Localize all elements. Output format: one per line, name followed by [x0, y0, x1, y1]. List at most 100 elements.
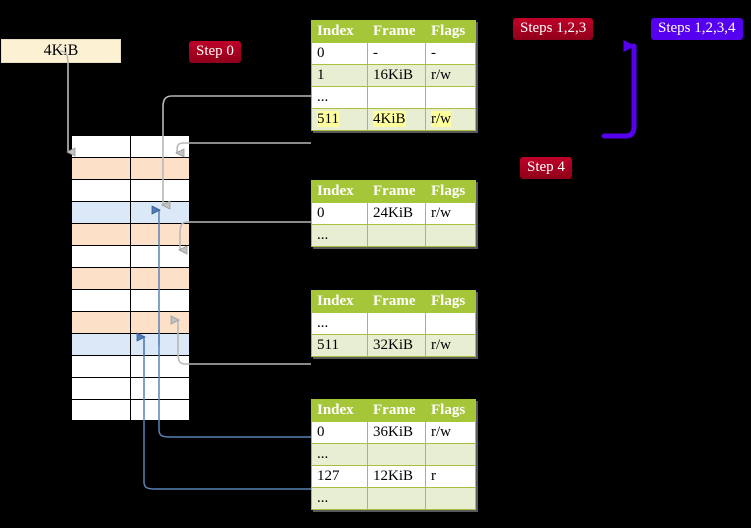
cell-flags: -: [431, 45, 436, 61]
column-header-frame: Frame: [367, 180, 426, 203]
table-cell-frame: -: [367, 42, 426, 65]
size-label-box: 4KiB: [1, 39, 121, 63]
table-row: 1 16KiB r/w: [311, 64, 476, 87]
table-cell-index: ...: [311, 86, 368, 109]
table-cell-index: 127: [311, 465, 368, 488]
cell-index: ...: [317, 490, 329, 506]
arrow-l4-to-frame: [177, 142, 311, 153]
table-cell-frame: 32KiB: [367, 334, 426, 357]
size-label-text: 4KiB: [43, 42, 79, 59]
column-header-index: Index: [311, 290, 368, 313]
frame-tick-6: [57, 267, 69, 268]
table-cell-frame: [367, 312, 426, 335]
steps123-badge: Steps 1,2,3: [513, 18, 594, 40]
table-cell-index: 511: [311, 108, 368, 131]
frame-tick-8: [57, 311, 69, 312]
table-cell-index: ...: [311, 224, 368, 247]
table-row: 0 36KiB r/w: [311, 421, 476, 444]
table-cell-index: 0: [311, 202, 368, 225]
table-row: ...: [311, 224, 476, 247]
table-cell-flags: r: [425, 465, 476, 488]
table-row: 0 - -: [311, 42, 476, 65]
table-row: ...: [311, 86, 476, 109]
column-header-frame: Frame: [367, 20, 426, 43]
table-row: 0 24KiB r/w: [311, 202, 476, 225]
table-cell-frame: [367, 487, 426, 510]
table-cell-flags: r/w: [425, 108, 476, 131]
column-header-flags: Flags: [425, 399, 476, 422]
cell-flags: r/w: [431, 111, 451, 127]
step4-badge: Step 4: [520, 157, 572, 179]
table-row: ...: [311, 443, 476, 466]
steps1234-badge-text: Steps 1,2,3,4: [658, 20, 736, 36]
cell-flags: r/w: [431, 205, 451, 221]
frame-tick-0: [57, 135, 69, 136]
column-header-index: Index: [311, 399, 368, 422]
cell-flags: r/w: [431, 424, 451, 440]
cell-index: 0: [317, 424, 325, 440]
column-header-frame: Frame: [367, 290, 426, 313]
table-row: 127 12KiB r: [311, 465, 476, 488]
table-cell-index: 511: [311, 334, 368, 357]
steps-bracket-arrow: [601, 40, 637, 139]
column-header-frame: Frame: [367, 399, 426, 422]
cell-frame: 32KiB: [373, 337, 414, 353]
table-cell-index: 1: [311, 64, 368, 87]
cell-index: ...: [317, 227, 329, 243]
frame-column-divider: [130, 135, 131, 421]
cell-index: 127: [317, 468, 340, 484]
column-header-flags: Flags: [425, 180, 476, 203]
table-cell-index: ...: [311, 487, 368, 510]
table-cell-index: 0: [311, 42, 368, 65]
cell-index: 1: [317, 67, 325, 83]
cell-index: 0: [317, 205, 325, 221]
frame-tick-2: [57, 179, 69, 180]
table-cell-flags: r/w: [425, 202, 476, 225]
table-cell-flags: [425, 312, 476, 335]
table-cell-flags: r/w: [425, 64, 476, 87]
table-cell-frame: 36KiB: [367, 421, 426, 444]
arrow-l3-to-frame: [180, 221, 311, 250]
cell-frame: 16KiB: [373, 67, 414, 83]
table-cell-frame: 4KiB: [367, 108, 426, 131]
steps123-badge-text: Steps 1,2,3: [520, 20, 587, 36]
table-cell-flags: r/w: [425, 334, 476, 357]
table-cell-frame: [367, 224, 426, 247]
table-cell-index: ...: [311, 443, 368, 466]
column-header-index: Index: [311, 20, 368, 43]
table-cell-frame: [367, 86, 426, 109]
step0-badge: Step 0: [189, 41, 241, 63]
table-cell-frame: 12KiB: [367, 465, 426, 488]
table-cell-flags: [425, 487, 476, 510]
cell-index: ...: [317, 89, 329, 105]
table-row: ...: [311, 487, 476, 510]
table-cell-flags: [425, 224, 476, 247]
cell-frame: 24KiB: [373, 205, 414, 221]
cell-flags: r: [431, 468, 436, 484]
table-cell-frame: [367, 443, 426, 466]
cell-frame: 36KiB: [373, 424, 414, 440]
step4-badge-text: Step 4: [527, 159, 565, 175]
table-cell-index: 0: [311, 421, 368, 444]
memory-frame-column: [57, 135, 190, 421]
cell-index: 0: [317, 45, 325, 61]
table-cell-index: ...: [311, 312, 368, 335]
table-cell-flags: r/w: [425, 421, 476, 444]
table-cell-frame: 16KiB: [367, 64, 426, 87]
cell-flags: r/w: [431, 67, 451, 83]
frame-tick-4: [57, 223, 69, 224]
cell-index: 511: [317, 337, 339, 353]
table-cell-flags: [425, 443, 476, 466]
steps1234-badge: Steps 1,2,3,4: [651, 18, 743, 40]
cell-index: ...: [317, 315, 329, 331]
cell-frame: -: [373, 45, 378, 61]
arrow-size-to-frame: [59, 50, 68, 152]
